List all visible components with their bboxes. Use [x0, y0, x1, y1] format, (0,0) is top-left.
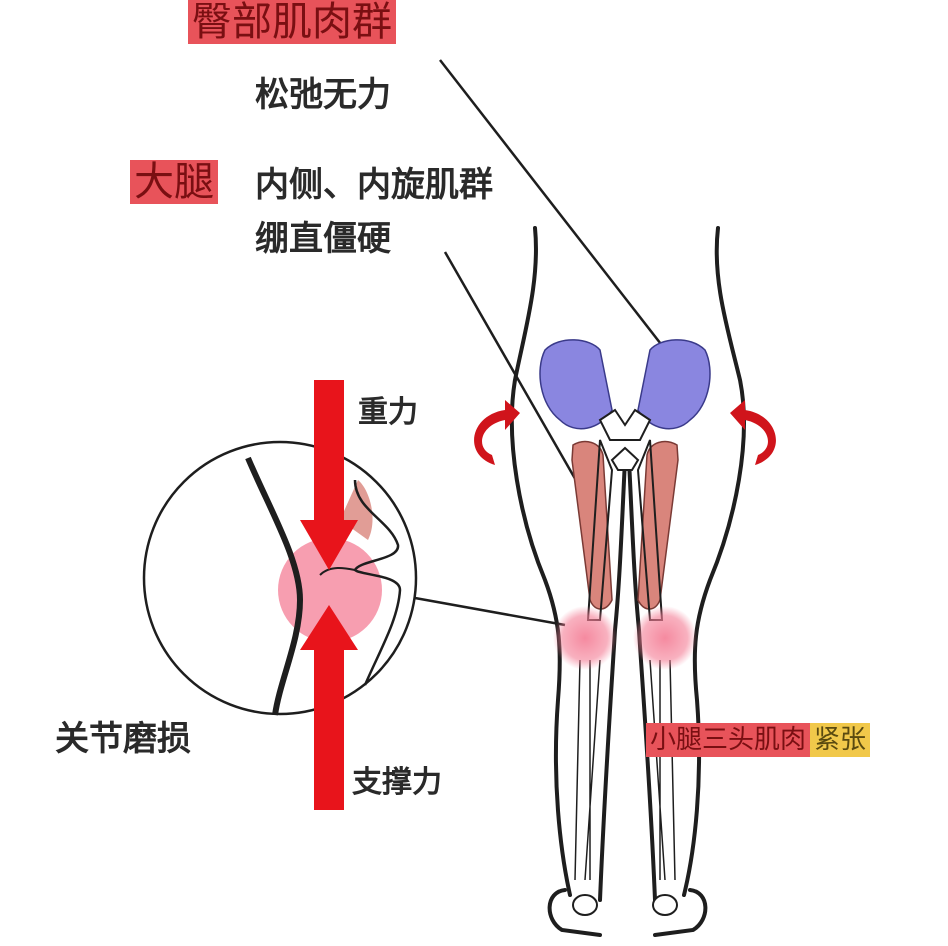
knee-magnifier [142, 440, 418, 716]
glutes-title: 臀部肌肉群 [188, 0, 396, 44]
right-knee-glow [633, 606, 697, 670]
left-knee-glow [553, 606, 617, 670]
thigh-muscles [571, 440, 679, 610]
curved-arrow-right-icon [730, 400, 776, 465]
thigh-description-line2: 绷直僵硬 [255, 219, 391, 259]
joint-wear-label: 关节磨损 [55, 719, 191, 759]
glutes-description: 松弛无力 [255, 75, 391, 115]
calf-title: 小腿三头肌肉 [646, 723, 811, 757]
glute-muscles [539, 339, 711, 430]
body-outline [509, 226, 746, 937]
arrow-up-icon [300, 605, 358, 810]
calf-label-group: 小腿三头肌肉紧张 [646, 723, 871, 757]
gravity-label: 重力 [358, 395, 418, 430]
calf-state: 紧张 [810, 723, 871, 757]
support-force-label: 支撑力 [352, 765, 442, 800]
curved-arrow-left-icon [474, 400, 520, 465]
thigh-description-line1: 内侧、内旋肌群 [255, 165, 493, 205]
arrow-down-icon [300, 380, 358, 570]
thigh-title: 大腿 [130, 160, 218, 204]
leader-lines [414, 59, 686, 627]
